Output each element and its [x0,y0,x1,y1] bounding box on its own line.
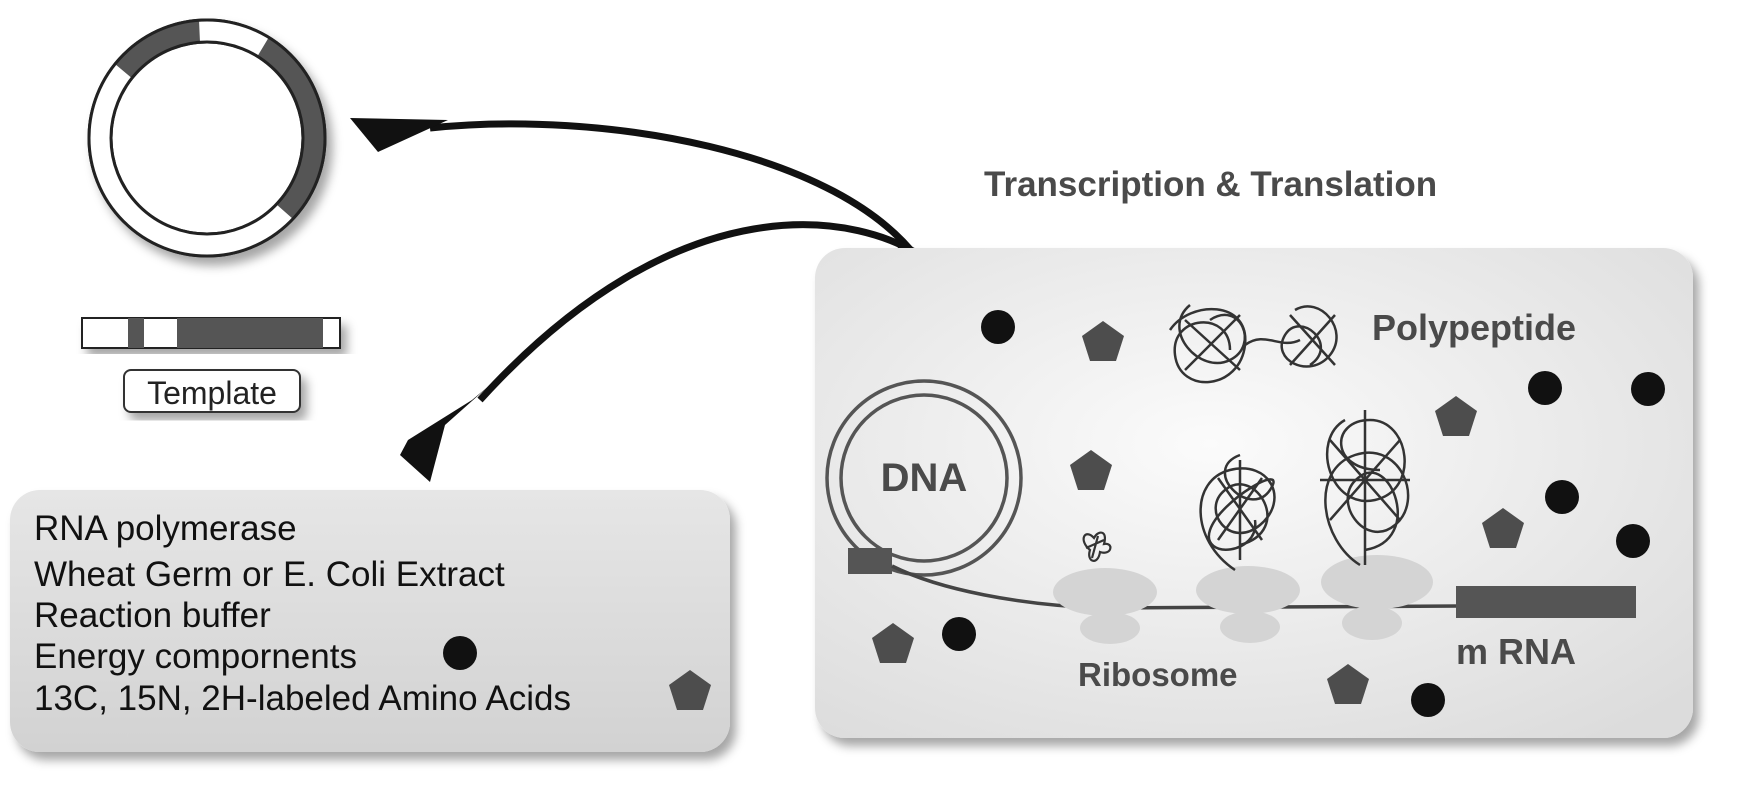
ribosome-label: Ribosome [1078,656,1238,693]
mrna-label: m RNA [1456,631,1576,672]
component-reaction-buffer: Reaction buffer [34,596,271,635]
energy-molecules [942,310,1665,717]
diagram-title: Transcription & Translation [984,165,1437,204]
dna-plasmid [825,379,1023,577]
plasmid-ring [87,18,327,258]
component-energy: Energy compornents [34,637,357,676]
component-amino-acids: 13C, 15N, 2H-labeled Amino Acids [34,679,571,718]
plasmid-segment-right [257,37,326,219]
component-extract: Wheat Germ or E. Coli Extract [34,555,505,594]
template-label: Template [147,375,277,411]
mrna-bar [1456,586,1636,618]
components-panel [10,490,730,752]
ribosome [1053,568,1157,644]
ribosome [1321,555,1433,640]
plasmid-segment-top [115,20,200,78]
polypeptide-tangle-free [1168,304,1338,384]
linear-template-bar [81,317,341,349]
dna-label: DNA [881,456,968,500]
polypeptide-tangle-large [1320,410,1410,567]
energy-circle-icon [443,636,477,670]
ribosome [1196,566,1300,643]
polypeptide-label: Polypeptide [1372,307,1576,348]
polypeptide-tangle [1199,453,1276,572]
polypeptide-tangle-small [1082,531,1112,562]
template-label-box [123,369,301,413]
arrow-components-to-reaction [400,221,933,482]
component-rna-polymerase: RNA polymerase [34,509,297,548]
